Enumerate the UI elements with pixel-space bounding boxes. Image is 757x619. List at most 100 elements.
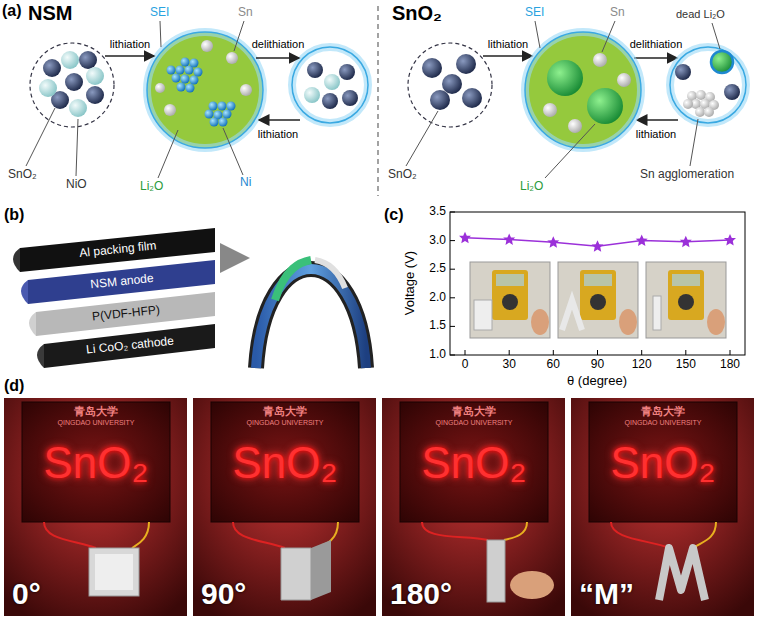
led-photos — [132, 522, 149, 548]
tick-label: 3.0 — [429, 234, 446, 248]
voltage-chart — [450, 212, 745, 355]
reaction-arrows — [105, 55, 154, 57]
sno2-particles — [408, 43, 492, 127]
nsm-particles — [61, 51, 79, 69]
battery-layers — [44, 324, 215, 368]
tick-label: 60 — [547, 358, 560, 372]
panel-letter: (b) — [4, 206, 24, 224]
led-photos — [211, 402, 359, 522]
inset-photos — [470, 262, 550, 338]
reaction-arrows — [256, 57, 299, 59]
sno2-delithiated — [670, 47, 746, 123]
flexible-device — [256, 260, 366, 368]
led-photos — [193, 398, 376, 616]
inset-photos — [653, 296, 661, 330]
arrow-label: lithiation — [488, 38, 528, 51]
nsm-lithiated — [190, 76, 199, 85]
sno2-delithiated — [670, 47, 746, 123]
led-photos — [571, 398, 754, 616]
led-sign-text: SnO₂ — [610, 438, 715, 489]
leader-lines — [234, 21, 244, 51]
led-sign-text: SnO₂ — [43, 438, 148, 489]
inset-photos — [470, 262, 550, 338]
led-photos — [659, 548, 705, 600]
layer-label: Al packing film — [79, 239, 157, 261]
voltage-chart — [465, 350, 466, 355]
battery-layers — [29, 312, 36, 336]
logo-text: 青岛大学 — [641, 405, 685, 418]
angle-label: “M” — [579, 577, 634, 610]
leader-lines — [26, 108, 55, 166]
flexible-device — [315, 260, 345, 288]
nsm-particles — [30, 43, 114, 127]
voltage-chart — [553, 350, 554, 355]
logo-text: 青岛大学 — [74, 405, 118, 418]
photo-panel: “M” — [571, 398, 754, 616]
inset-photos — [646, 262, 726, 338]
panel-letter: (c) — [384, 206, 404, 224]
led-photos — [44, 522, 96, 548]
nsm-lithiated — [164, 104, 176, 116]
voltage-chart — [636, 235, 648, 247]
voltage-chart — [597, 350, 598, 355]
sno2-lithiated — [525, 32, 641, 148]
nsm-lithiated — [219, 118, 228, 127]
nsm-lithiated — [226, 52, 238, 64]
nsm-particles — [86, 67, 104, 85]
layer-label: P(VDF-HFP) — [91, 304, 160, 325]
inset-photos — [470, 262, 726, 338]
led-photos — [233, 522, 285, 548]
nsm-particles — [43, 59, 61, 77]
nsm-delithiated — [292, 47, 368, 123]
reaction-arrows — [259, 119, 300, 121]
sno2-delithiated — [675, 64, 691, 80]
led-photos — [382, 398, 565, 616]
layer-label: NSM anode — [90, 272, 154, 292]
nsm-lithiated — [176, 66, 185, 75]
tick-label: 0 — [462, 358, 469, 372]
sno2-lithiated — [525, 32, 641, 148]
leader-lines — [160, 21, 161, 47]
voltage-chart — [450, 326, 455, 327]
battery-layers — [37, 344, 44, 368]
voltage-chart — [724, 234, 736, 246]
leader-lines — [535, 21, 540, 48]
nsm-delithiated — [292, 47, 368, 123]
sno2-lithiated — [543, 103, 557, 117]
voltage-chart — [547, 236, 559, 248]
nsm-lithiated — [147, 32, 263, 148]
nsm-lithiated — [186, 84, 195, 93]
leader-lines — [712, 23, 720, 49]
led-photos — [504, 522, 527, 540]
sno2-lithiated — [617, 73, 631, 87]
arrow-label: lithiation — [110, 38, 150, 51]
flexible-device — [256, 269, 366, 368]
panel-letter: (d) — [4, 377, 24, 395]
inset-photos — [492, 270, 528, 320]
nsm-delithiated — [324, 74, 340, 90]
reaction-arrows — [634, 57, 677, 59]
callout-label: Sn agglomeration — [640, 168, 734, 182]
voltage-chart — [685, 350, 686, 355]
led-photos — [95, 554, 133, 590]
leader-lines — [406, 111, 438, 166]
logo-text: QINGDAO UNIVERSITY — [624, 419, 701, 427]
voltage-chart — [450, 212, 745, 355]
tick-label: 90 — [591, 358, 604, 372]
voltage-chart — [450, 355, 455, 356]
nsm-delithiated — [322, 93, 338, 109]
sno2-delithiated — [696, 90, 706, 100]
inset-photos — [496, 274, 524, 286]
led-photos — [571, 398, 754, 616]
nsm-lithiated — [218, 102, 227, 111]
logo-text: 青岛大学 — [452, 405, 496, 418]
sno2-delithiated — [683, 99, 693, 109]
axis-title: Voltage (V) — [403, 251, 418, 315]
nsm-lithiated — [147, 32, 263, 148]
sno2-delithiated — [724, 84, 740, 100]
logo-text: QINGDAO UNIVERSITY — [57, 419, 134, 427]
inset-photos — [672, 274, 700, 286]
led-photos — [611, 522, 669, 548]
callout-label: SnO₂ — [8, 168, 37, 182]
sno2-lithiated — [525, 32, 641, 148]
